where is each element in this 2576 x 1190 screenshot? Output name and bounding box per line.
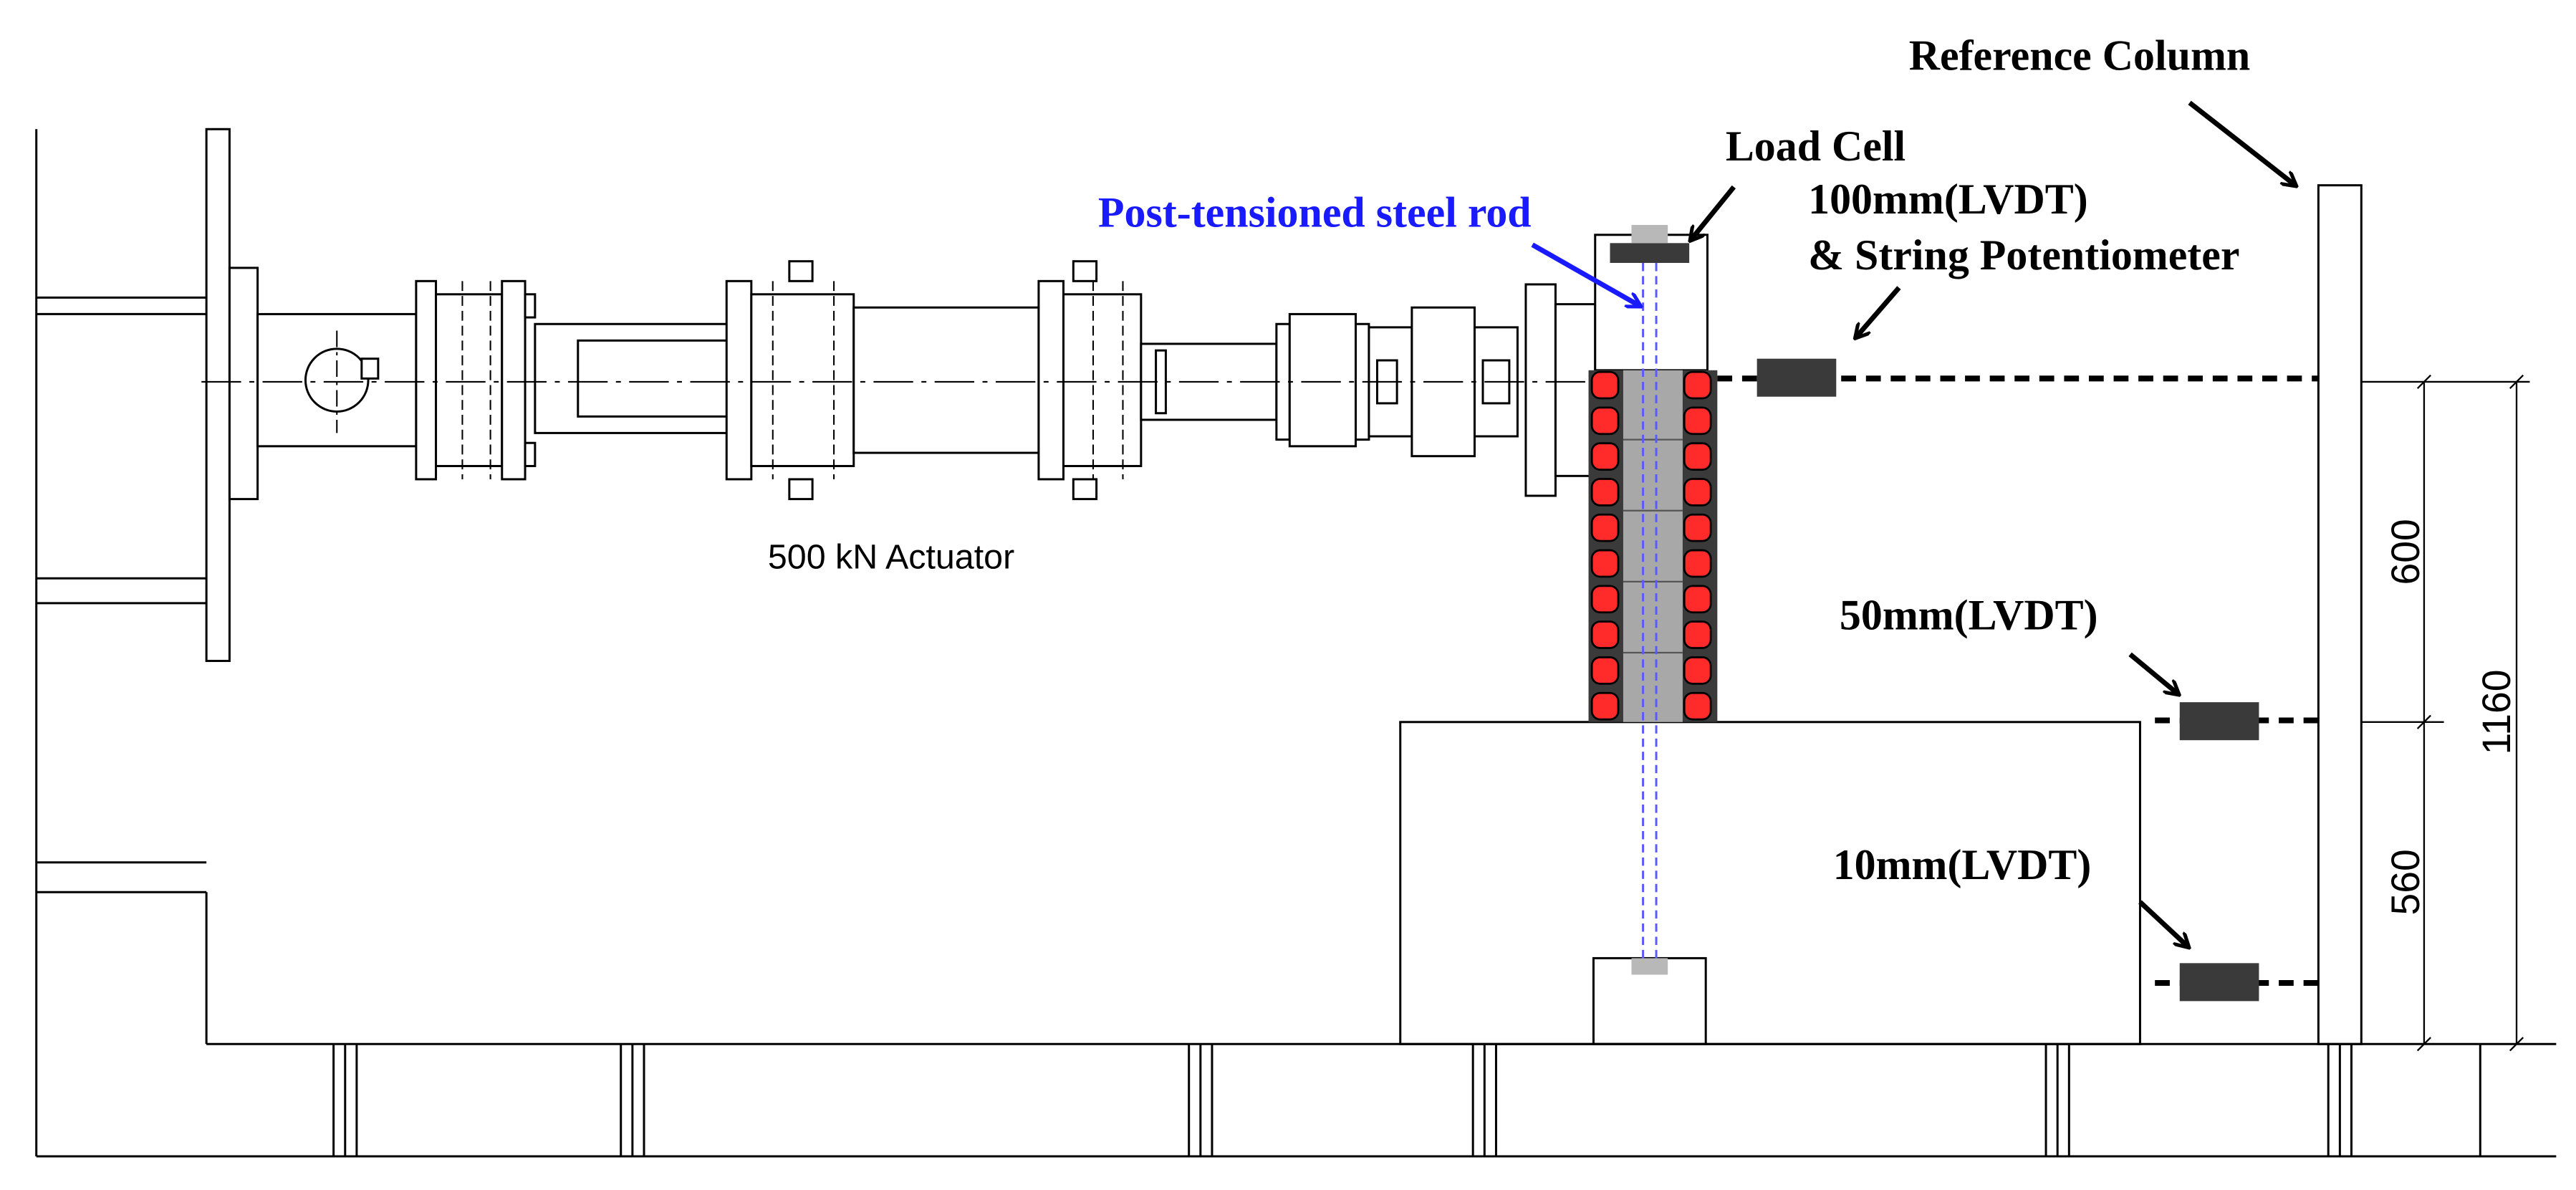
masonry-unit-left bbox=[1590, 370, 1620, 400]
masonry-unit-left bbox=[1590, 656, 1620, 685]
lvdt-100-label-line1: 100mm(LVDT) bbox=[1808, 176, 2088, 223]
masonry-unit-left bbox=[1590, 406, 1620, 436]
lvdt-50-body bbox=[2179, 702, 2259, 741]
masonry-unit-right bbox=[1683, 478, 1712, 507]
lvdt-100-label-line2: & String Potentiometer bbox=[1808, 231, 2239, 279]
load-cell-top bbox=[1631, 224, 1668, 244]
lvdt-50-label: 50mm(LVDT) bbox=[1840, 592, 2098, 639]
reference-column-arrow bbox=[2188, 100, 2296, 185]
dimension-1160: 1160 bbox=[2474, 669, 2519, 754]
callout-arrows bbox=[1531, 100, 2296, 946]
masonry-unit-right bbox=[1683, 585, 1712, 614]
load-cell-arrow bbox=[1691, 185, 1736, 240]
lvdt-10-label: 10mm(LVDT) bbox=[1833, 841, 2092, 888]
steel-rod-label: Post-tensioned steel rod bbox=[1098, 188, 1532, 236]
masonry-unit-left bbox=[1590, 478, 1620, 507]
masonry-unit-left bbox=[1590, 442, 1620, 471]
load-cell-plate bbox=[1610, 243, 1690, 263]
masonry-unit-right bbox=[1683, 656, 1712, 685]
lvdt-bodies bbox=[1756, 358, 2259, 1002]
dimension-560: 560 bbox=[2383, 849, 2428, 915]
masonry-unit-left bbox=[1590, 691, 1620, 721]
masonry-unit-right bbox=[1683, 620, 1712, 649]
masonry-unit-right bbox=[1683, 691, 1712, 721]
masonry-unit-right bbox=[1683, 406, 1712, 436]
anchor-plate bbox=[1631, 958, 1668, 975]
masonry-unit-left bbox=[1590, 549, 1620, 578]
wall-specimen bbox=[1588, 224, 1718, 975]
steel-rod-arrow bbox=[1531, 242, 1640, 306]
masonry-wall-core bbox=[1623, 370, 1683, 722]
actuator-label: 500 kN Actuator bbox=[768, 537, 1014, 576]
masonry-unit-right bbox=[1683, 370, 1712, 400]
lvdt-100-arrow bbox=[1856, 286, 1901, 337]
lvdt-10-body bbox=[2179, 963, 2259, 1002]
masonry-unit-left bbox=[1590, 585, 1620, 614]
lvdt-50-arrow bbox=[2128, 652, 2178, 694]
reference-column bbox=[2317, 184, 2363, 1045]
strong-floor bbox=[36, 1042, 2557, 1158]
masonry-unit-right bbox=[1683, 513, 1712, 542]
dimension-600: 600 bbox=[2383, 519, 2428, 585]
lvdt-100-body bbox=[1756, 358, 1837, 397]
masonry-units bbox=[1590, 370, 1712, 721]
masonry-unit-left bbox=[1590, 513, 1620, 542]
dimension-lines bbox=[2361, 374, 2530, 1052]
masonry-unit-right bbox=[1683, 442, 1712, 471]
masonry-unit-right bbox=[1683, 549, 1712, 578]
lvdt-10-arrow bbox=[2138, 900, 2188, 946]
masonry-unit-left bbox=[1590, 620, 1620, 649]
load-cell-label: Load Cell bbox=[1726, 123, 1905, 170]
reference-column-label: Reference Column bbox=[1909, 32, 2250, 79]
